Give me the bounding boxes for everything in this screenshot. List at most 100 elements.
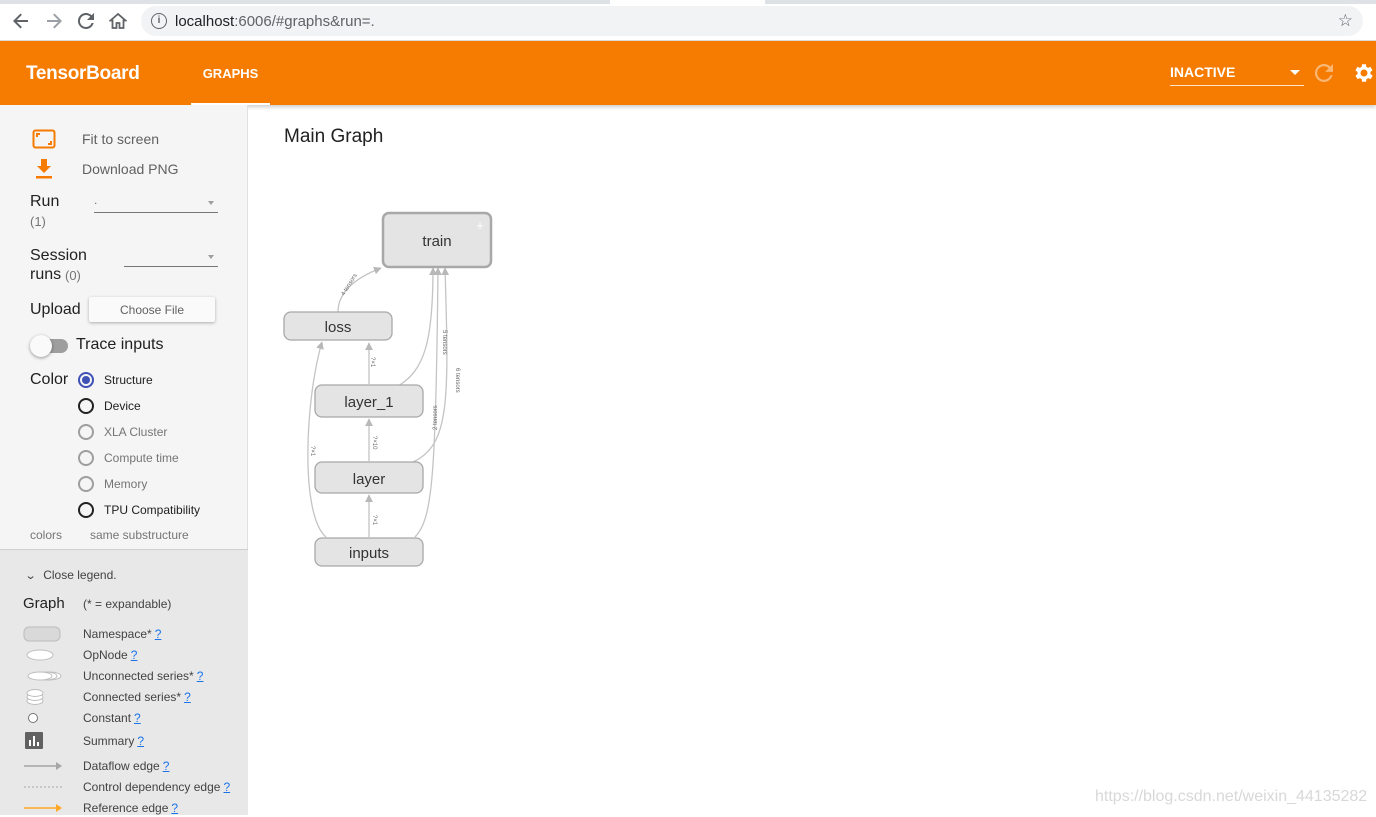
session-runs-label-line1: Session <box>30 247 87 264</box>
node-loss[interactable]: loss <box>283 311 393 341</box>
graph-legend: ⌄ Close legend. Graph (* = expandable) N… <box>0 549 248 815</box>
download-png-button[interactable]: Download PNG <box>30 157 179 181</box>
help-link[interactable]: ? <box>162 759 170 773</box>
help-link[interactable]: ? <box>130 648 138 662</box>
browser-toolbar: i localhost:6006/#graphs&run=. ☆ <box>0 0 1376 41</box>
tab-graphs-label: GRAPHS <box>202 65 259 81</box>
node-train[interactable]: train + <box>381 211 493 269</box>
inactive-plugins-dropdown[interactable]: INACTIVE <box>1170 64 1304 86</box>
radio-button[interactable] <box>78 450 94 466</box>
help-link[interactable]: ? <box>223 780 231 794</box>
session-runs-label-line2: runs <box>30 266 62 283</box>
help-link[interactable]: ? <box>154 627 162 641</box>
close-legend-button[interactable]: ⌄ Close legend. <box>24 568 117 582</box>
trace-inputs-label: Trace inputs <box>76 336 164 353</box>
color-option-compute-time[interactable]: Compute time <box>78 448 179 468</box>
close-legend-label: Close legend. <box>43 568 117 582</box>
legend-label: Dataflow edge <box>83 759 160 773</box>
url-path: :6006/#graphs&run=. <box>234 12 375 30</box>
run-count: (1) <box>30 214 46 229</box>
help-link[interactable]: ? <box>184 690 191 704</box>
legend-namespace: Namespace*? <box>22 625 161 643</box>
edge-label-layer1-loss: ?×1 <box>369 357 375 368</box>
legend-label: Summary <box>83 734 135 748</box>
tab-underline <box>191 103 270 105</box>
tab-graphs[interactable]: GRAPHS <box>191 41 270 105</box>
color-option-structure[interactable]: Structure <box>78 370 153 390</box>
opnode-icon <box>22 646 66 664</box>
unconnected-series-icon <box>22 667 66 685</box>
color-option-xla-cluster[interactable]: XLA Cluster <box>78 422 167 442</box>
page-title: Main Graph <box>284 126 384 147</box>
expand-plus-icon[interactable]: + <box>476 218 484 233</box>
fit-to-screen-label: Fit to screen <box>82 131 160 147</box>
edge-inputs-train <box>414 267 442 538</box>
edge-inputs-loss <box>307 341 327 538</box>
app-header: TensorBoard GRAPHS INACTIVE <box>0 41 1376 105</box>
reload-data-icon[interactable] <box>1313 62 1335 84</box>
home-icon[interactable] <box>106 9 130 33</box>
tab-strip-left <box>0 0 610 4</box>
help-link[interactable]: ? <box>134 711 141 725</box>
back-arrow-icon[interactable] <box>9 9 33 33</box>
help-link[interactable]: ? <box>171 801 179 815</box>
address-bar[interactable]: i localhost:6006/#graphs&run=. ☆ <box>141 6 1363 36</box>
connected-series-icon <box>22 688 66 706</box>
node-train-label: train <box>422 233 451 250</box>
reference-edge-icon <box>22 799 66 817</box>
radio-button[interactable] <box>78 502 94 518</box>
fit-screen-icon <box>30 129 58 149</box>
radio-button[interactable] <box>78 372 94 388</box>
node-layer-1[interactable]: layer_1 <box>314 384 424 418</box>
color-option-label: TPU Compatibility <box>104 503 201 517</box>
edge-label-inputs-loss: ?×1 <box>309 446 315 457</box>
run-label: Run <box>30 193 60 210</box>
upload-label: Upload <box>30 301 81 318</box>
radio-button[interactable] <box>78 476 94 492</box>
caret-down-icon <box>208 201 214 205</box>
settings-gear-icon[interactable] <box>1351 61 1376 86</box>
legend-label: Unconnected series* <box>83 669 194 683</box>
color-option-label: XLA Cluster <box>104 425 168 439</box>
reload-icon[interactable] <box>74 9 98 33</box>
help-link[interactable]: ? <box>196 669 204 683</box>
fit-to-screen-button[interactable]: Fit to screen <box>30 127 159 151</box>
forward-arrow-icon[interactable] <box>42 9 66 33</box>
caret-down-icon <box>208 255 214 259</box>
run-dropdown-value: . <box>94 193 98 207</box>
namespace-icon <box>22 625 66 643</box>
radio-button[interactable] <box>78 398 94 414</box>
caret-down-icon <box>1290 70 1300 75</box>
node-layer[interactable]: layer <box>314 461 424 494</box>
legend-connected-series: Connected series*? <box>22 688 191 706</box>
node-layer-1-label: layer_1 <box>344 394 393 411</box>
constant-icon <box>22 709 66 727</box>
node-inputs[interactable]: inputs <box>314 537 424 567</box>
info-icon[interactable]: i <box>151 13 167 29</box>
chevron-down-icon: ⌄ <box>24 569 37 582</box>
app-brand: TensorBoard <box>26 63 140 84</box>
edge-label-inputs-layer: ?×1 <box>371 515 377 526</box>
legend-opnode: OpNode? <box>22 646 137 664</box>
choose-file-button[interactable]: Choose File <box>89 297 215 322</box>
help-link[interactable]: ? <box>137 734 145 748</box>
color-option-memory[interactable]: Memory <box>78 474 147 494</box>
edge-layer1-train <box>397 267 437 387</box>
session-runs-dropdown[interactable] <box>124 247 218 267</box>
run-dropdown[interactable]: . <box>94 193 218 213</box>
trace-inputs-toggle[interactable] <box>30 335 68 357</box>
edge-label-loss-train: 4 tensors <box>341 273 359 297</box>
radio-button[interactable] <box>78 424 94 440</box>
legend-dataflow-edge: Dataflow edge? <box>22 757 169 775</box>
legend-constant: Constant? <box>22 709 141 727</box>
node-layer-label: layer <box>353 471 386 488</box>
legend-summary: Summary? <box>22 732 144 750</box>
inactive-dropdown-label: INACTIVE <box>1170 64 1236 80</box>
node-inputs-label: inputs <box>349 545 389 562</box>
color-option-device[interactable]: Device <box>78 396 141 416</box>
node-loss-label: loss <box>325 319 352 336</box>
legend-control-edge: Control dependency edge? <box>22 778 230 796</box>
color-option-tpu-compatibility[interactable]: TPU Compatibility <box>78 500 200 520</box>
bookmark-star-icon[interactable]: ☆ <box>1337 11 1353 30</box>
graph-canvas[interactable]: 4 tensors 5 tensors 6 tensors 2 tensors … <box>248 105 1376 815</box>
